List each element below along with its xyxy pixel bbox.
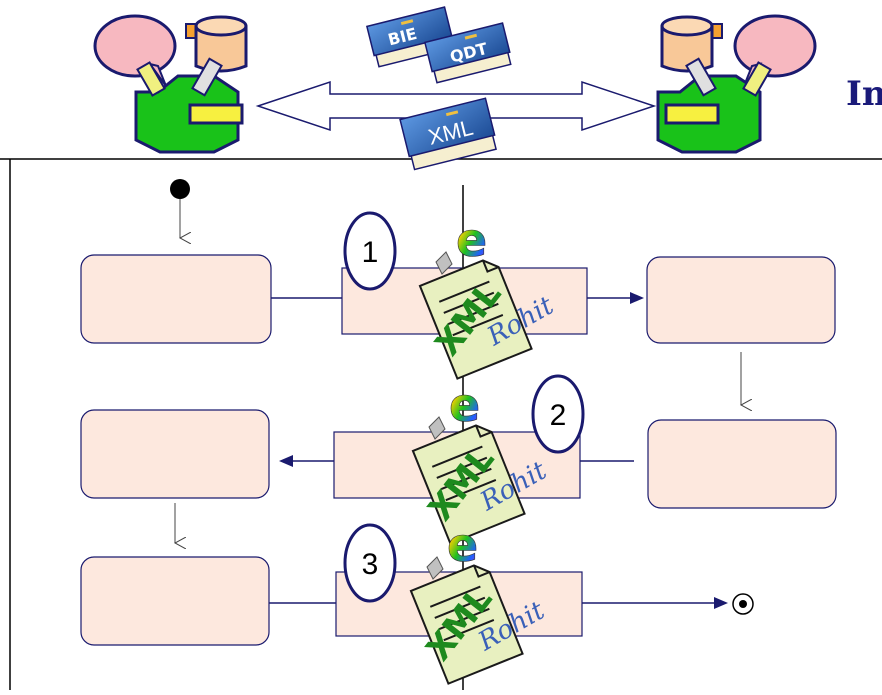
step-number-1: 1 [362,236,379,269]
right-activity-1 [646,256,836,344]
step-number-2: 2 [550,399,567,432]
left-agent-icon [93,14,248,154]
left-activity-2 [80,409,270,499]
end-node [732,593,754,615]
step-circle-1: 1 [343,211,397,291]
right-activity-2 [647,419,837,509]
left-activity-1 [80,254,272,344]
page-title: In [846,74,882,114]
start-node [170,179,190,199]
right-agent-icon [656,14,817,154]
book-xml: XML [399,97,497,171]
step-circle-2: 2 [531,374,585,454]
book-qdt: QDT [423,22,512,84]
e-badge-icon: e [449,378,480,432]
left-activity-3 [80,556,270,646]
flow-lines [175,292,741,609]
e-badge-icon: e [447,518,478,572]
step-number-3: 3 [362,548,379,581]
e-badge-icon: e [456,213,487,267]
step-circle-3: 3 [343,523,397,603]
